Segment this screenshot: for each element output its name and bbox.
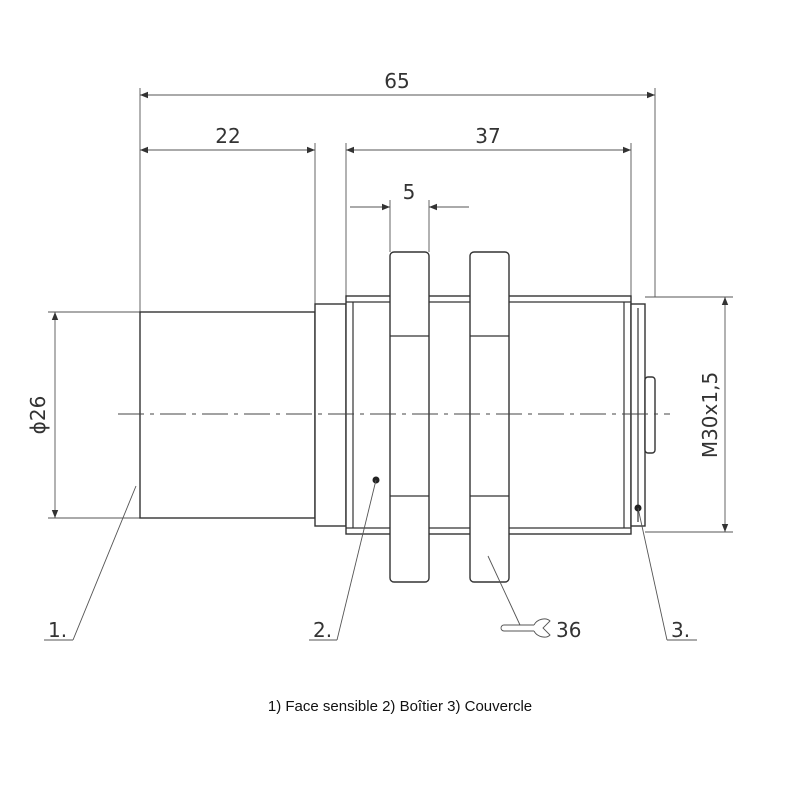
dimension-label-5: 5 bbox=[403, 180, 416, 204]
dimension-thread: M30x1,5 bbox=[645, 296, 733, 533]
wrench-icon bbox=[500, 618, 551, 638]
sensing-face bbox=[139, 311, 316, 519]
dimension-label-thread: M30x1,5 bbox=[698, 372, 722, 458]
wrench-size-label: 36 bbox=[556, 618, 581, 642]
callout-label-2: 2. bbox=[313, 618, 332, 642]
dimension-label-22: 22 bbox=[215, 124, 240, 148]
wrench-callout: 36 bbox=[487, 555, 581, 642]
callout-3: 3. bbox=[634, 504, 697, 642]
sensor-body bbox=[118, 251, 670, 583]
connector-stub bbox=[644, 376, 656, 454]
callout-2: 2. bbox=[309, 476, 380, 642]
dimension-nut-width: 5 bbox=[350, 180, 469, 252]
legend-caption: 1) Face sensible 2) Boîtier 3) Couvercle bbox=[267, 698, 533, 715]
collar bbox=[314, 303, 347, 527]
nut-1 bbox=[389, 251, 430, 583]
dimension-thread-length: 37 bbox=[345, 124, 632, 296]
callout-label-3: 3. bbox=[671, 618, 690, 642]
dimension-overall-length: 65 bbox=[139, 69, 656, 312]
dimension-label-37: 37 bbox=[475, 124, 500, 148]
dimension-sensing-diameter: ϕ26 bbox=[26, 311, 140, 519]
dimension-label-diameter: ϕ26 bbox=[26, 396, 50, 435]
nut-2 bbox=[469, 251, 510, 583]
callout-label-1: 1. bbox=[48, 618, 67, 642]
callout-1: 1. bbox=[44, 485, 137, 642]
dimension-label-65: 65 bbox=[384, 69, 409, 93]
dimension-sensing-length: 22 bbox=[140, 124, 316, 304]
